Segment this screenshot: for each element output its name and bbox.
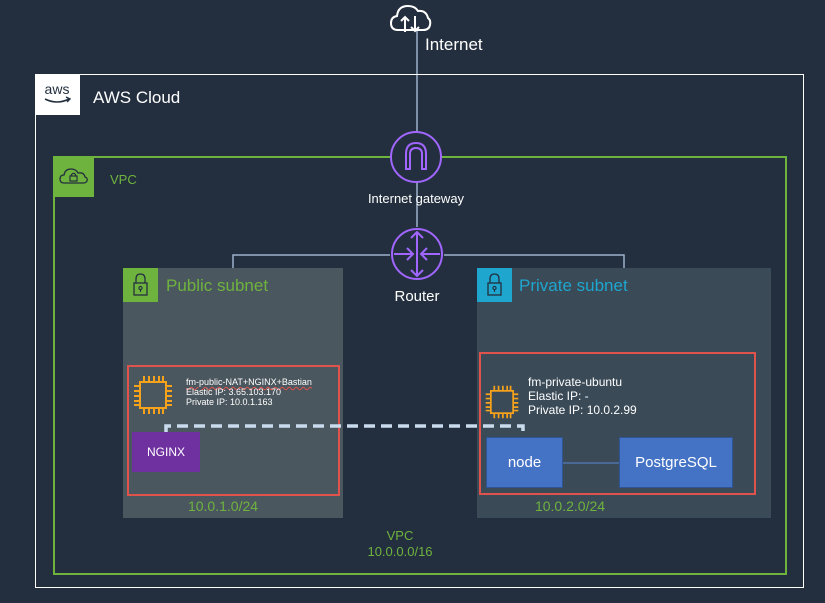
vpc-label: VPC [110, 172, 137, 187]
public-subnet-label: Public subnet [166, 276, 269, 295]
vpc-cloud-lock-icon [53, 156, 94, 197]
router-label: Router [394, 288, 440, 305]
private-instance-details: fm-private-ubuntu Elastic IP: - Private … [528, 375, 637, 417]
svg-text:aws: aws [45, 81, 70, 97]
public-subnet-cidr: 10.0.1.0/24 [187, 498, 259, 514]
nginx-service-box[interactable]: NGINX [132, 432, 200, 472]
public-subnet-group [123, 268, 343, 518]
private-instance-private-ip: Private IP: 10.0.2.99 [528, 403, 637, 417]
ec2-instance-icon [132, 374, 174, 416]
public-instance-name: fm-public-NAT+NGINX+Bastian [186, 377, 312, 387]
router-icon[interactable] [390, 227, 444, 281]
internet-gateway-label: Internet gateway [367, 191, 465, 206]
ec2-instance-icon [484, 384, 520, 420]
public-instance-private-ip: Private IP: 10.0.1.163 [186, 397, 273, 407]
postgresql-service-box[interactable]: PostgreSQL [619, 437, 733, 488]
public-subnet-lock-icon [123, 268, 158, 302]
vpc-cidr: 10.0.0.0/16 [367, 544, 433, 559]
aws-cloud-label: AWS Cloud [93, 88, 181, 107]
internet-label: Internet [425, 35, 483, 54]
vpc-bottom-label: VPC 10.0.0.0/16 [300, 528, 500, 560]
private-instance-elastic-ip: Elastic IP: - [528, 389, 589, 403]
aws-cloud-group [35, 74, 804, 588]
public-instance-elastic-ip: Elastic IP: 3.65.103.170 [186, 387, 282, 397]
private-instance-name: fm-private-ubuntu [528, 375, 623, 389]
public-instance-details: fm-public-NAT+NGINX+Bastian Elastic IP: … [186, 377, 312, 407]
vpc-bottom-name: VPC [386, 528, 414, 543]
private-instance-box[interactable] [479, 352, 756, 495]
private-subnet-cidr: 10.0.2.0/24 [534, 498, 606, 514]
private-subnet-label: Private subnet [519, 276, 628, 295]
internet-cloud-icon [388, 0, 432, 34]
private-subnet-lock-icon [477, 268, 512, 302]
aws-logo-icon: aws [35, 74, 80, 115]
internet-gateway-icon[interactable] [389, 130, 443, 184]
node-service-box[interactable]: node [486, 437, 563, 488]
